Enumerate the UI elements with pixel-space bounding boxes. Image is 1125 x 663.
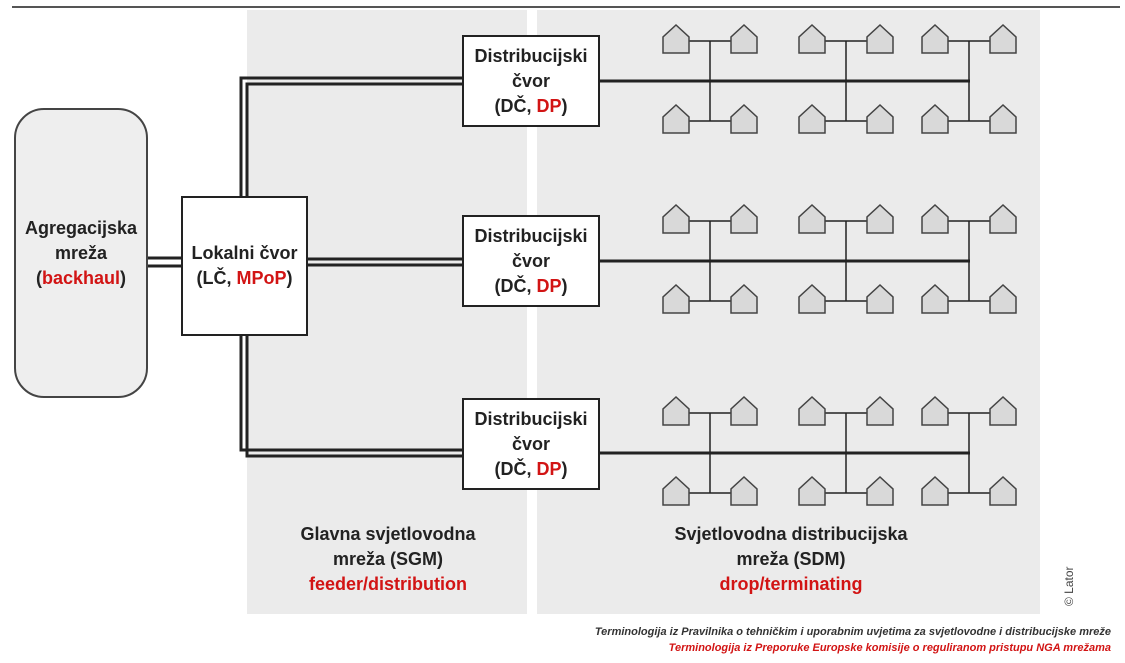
- feeder-links: [239, 76, 463, 458]
- distribution-node-1: Distribucijski čvor (DČ, DP): [462, 35, 600, 127]
- distribution-node-abbr: DČ: [500, 275, 527, 296]
- house-icon: [798, 475, 826, 506]
- sgm-caption: Glavna svjetlovodna mreža (SGM) feeder/d…: [257, 522, 519, 597]
- sdm-zone: [537, 10, 1040, 614]
- sdm-caption: Svjetlovodna distribucijska mreža (SDM) …: [632, 522, 950, 597]
- house-icon: [730, 103, 758, 134]
- distribution-node-term: DP: [536, 95, 562, 116]
- distribution-node-label-2: čvor: [511, 250, 551, 271]
- house-icon: [866, 23, 894, 54]
- sgm-caption-line2: mreža (SGM): [332, 549, 444, 569]
- sdm-caption-line2: mreža (SDM): [736, 549, 846, 569]
- house-icon: [921, 283, 949, 314]
- house-icon: [662, 23, 690, 54]
- house-icon: [989, 203, 1017, 234]
- drop-branch: [921, 23, 1017, 134]
- house-icon: [730, 23, 758, 54]
- distribution-node-3: Distribucijski čvor (DČ, DP): [462, 398, 600, 490]
- house-icon: [730, 395, 758, 426]
- distribution-node-2: Distribucijski čvor (DČ, DP): [462, 215, 600, 307]
- drop-branch: [921, 395, 1017, 506]
- house-icon: [798, 395, 826, 426]
- house-icon: [866, 103, 894, 134]
- sdm-term: drop/terminating: [719, 574, 863, 594]
- distribution-node-label-1: Distribucijski: [474, 408, 588, 429]
- aggregation-label-1: Agregacijska: [24, 217, 138, 238]
- drop-branch: [662, 203, 758, 314]
- house-icon: [662, 395, 690, 426]
- local-node: Lokalni čvor (LČ, MPoP): [181, 196, 308, 336]
- local-node-abbr: LČ: [202, 268, 227, 288]
- drop-branch: [798, 23, 894, 134]
- house-icon: [730, 283, 758, 314]
- house-icon: [989, 475, 1017, 506]
- house-icon: [866, 283, 894, 314]
- distribution-node-abbr: DČ: [500, 458, 527, 479]
- distribution-node-label-1: Distribucijski: [474, 45, 588, 66]
- drop-branch: [662, 23, 758, 134]
- house-icon: [662, 475, 690, 506]
- house-icon: [866, 203, 894, 234]
- house-icon: [989, 23, 1017, 54]
- drop-network-2: [600, 203, 1017, 314]
- distribution-node-term: DP: [536, 458, 562, 479]
- house-icon: [662, 283, 690, 314]
- aggregation-term: backhaul: [41, 267, 121, 288]
- distribution-node-abbr: DČ: [500, 95, 527, 116]
- house-icon: [989, 283, 1017, 314]
- drop-branch: [798, 203, 894, 314]
- house-icon: [989, 395, 1017, 426]
- house-icon: [866, 395, 894, 426]
- drop-networks: [600, 23, 1017, 506]
- aggregation-network-node: Agregacijska mreža (backhaul): [14, 108, 148, 398]
- house-icon: [921, 103, 949, 134]
- local-node-term: MPoP: [236, 268, 287, 288]
- house-icon: [662, 203, 690, 234]
- sgm-term: feeder/distribution: [308, 574, 467, 594]
- sdm-caption-line1: Svjetlovodna distribucijska: [674, 524, 908, 544]
- house-icon: [921, 203, 949, 234]
- drop-network-1: [600, 23, 1017, 134]
- house-icon: [921, 395, 949, 426]
- house-icon: [798, 23, 826, 54]
- house-icon: [798, 103, 826, 134]
- house-icon: [730, 475, 758, 506]
- sgm-caption-line1: Glavna svjetlovodna: [300, 524, 476, 544]
- house-icon: [798, 283, 826, 314]
- aggregation-label-2: mreža: [54, 242, 108, 263]
- house-icon: [921, 23, 949, 54]
- house-icon: [989, 103, 1017, 134]
- legend-national-terminology: Terminologija iz Pravilnika o tehničkim …: [594, 626, 1111, 638]
- distribution-node-label-2: čvor: [511, 433, 551, 454]
- local-node-name: Lokalni čvor: [191, 243, 298, 263]
- drop-branch: [921, 203, 1017, 314]
- distribution-node-label-2: čvor: [511, 70, 551, 91]
- house-icon: [662, 103, 690, 134]
- legend-eu-terminology: Terminologija iz Preporuke Europske komi…: [668, 642, 1111, 654]
- top-divider: [12, 6, 1120, 8]
- drop-network-3: [600, 395, 1017, 506]
- distribution-node-term: DP: [536, 275, 562, 296]
- backhaul-link: [148, 256, 181, 268]
- copyright-notice: © Lator: [1062, 566, 1076, 606]
- distribution-node-label-1: Distribucijski: [474, 225, 588, 246]
- house-icon: [866, 475, 894, 506]
- house-icon: [921, 475, 949, 506]
- drop-branch: [798, 395, 894, 506]
- drop-branch: [662, 395, 758, 506]
- house-icon: [730, 203, 758, 234]
- house-icon: [798, 203, 826, 234]
